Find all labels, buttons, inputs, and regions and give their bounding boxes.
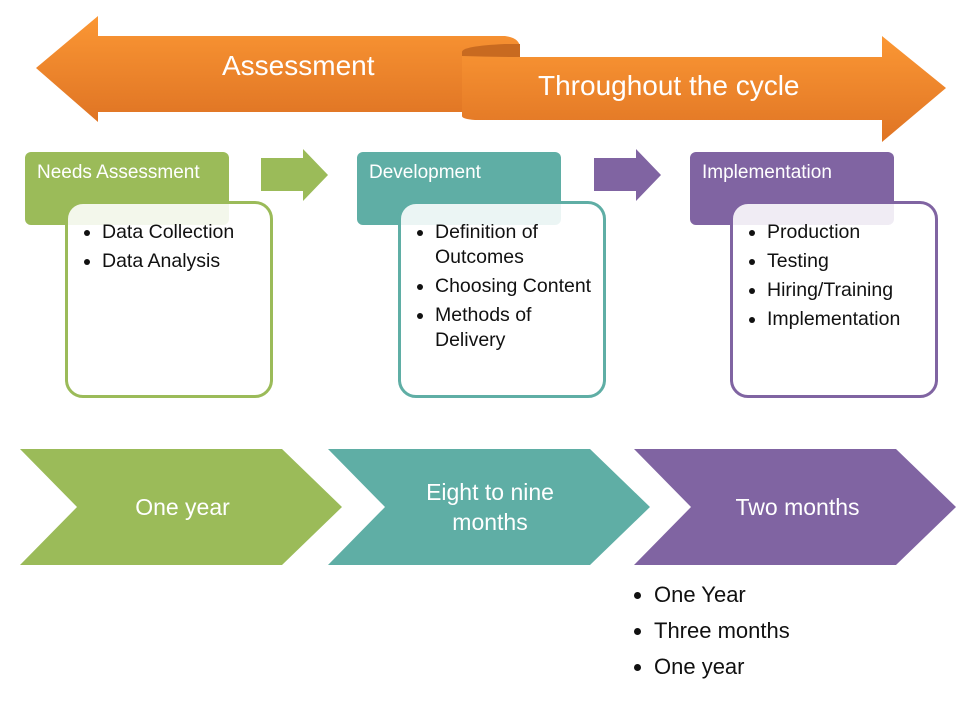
- list-item: One year: [654, 649, 790, 685]
- assessment-arrow: [36, 16, 520, 122]
- list-item: Methods of Delivery: [435, 303, 595, 353]
- list-item: Implementation: [767, 307, 927, 332]
- chevron-two-months: [634, 449, 956, 565]
- chevron-eight-to-nine-months: [328, 449, 650, 565]
- connector-arrow-1: [261, 149, 328, 201]
- duration-label: One year: [135, 494, 230, 520]
- duration-label: Two months: [735, 494, 860, 520]
- notes-list: One Year Three months One year: [612, 577, 790, 685]
- list-item: Three months: [654, 613, 790, 649]
- connector-arrow-2: [594, 149, 661, 201]
- stage-needs-assessment-card: Data Collection Data Analysis: [65, 201, 273, 398]
- chevron-one-year: [20, 449, 342, 565]
- list-item: Definition of Outcomes: [435, 220, 595, 270]
- throughout-arrow: [462, 36, 946, 142]
- list-item: Hiring/Training: [767, 278, 927, 303]
- ribbon-fold: [462, 44, 520, 58]
- stage-title: Development: [369, 162, 481, 183]
- list-item: Production: [767, 220, 927, 245]
- list-item: Choosing Content: [435, 274, 595, 299]
- connector-arrows: [261, 149, 661, 201]
- banner-arrows: [36, 16, 946, 142]
- stage-title: Implementation: [702, 162, 832, 183]
- assessment-label: Assessment: [222, 50, 375, 81]
- stage-implementation-card: Production Testing Hiring/Training Imple…: [730, 201, 938, 398]
- list-item: One Year: [654, 577, 790, 613]
- list-item: Testing: [767, 249, 927, 274]
- list-item: Data Analysis: [102, 249, 262, 274]
- list-item: Data Collection: [102, 220, 262, 245]
- duration-label: Eight to nine months: [426, 479, 554, 535]
- stage-development-card: Definition of Outcomes Choosing Content …: [398, 201, 606, 398]
- stage-title: Needs Assessment: [37, 162, 200, 183]
- throughout-label: Throughout the cycle: [538, 70, 800, 101]
